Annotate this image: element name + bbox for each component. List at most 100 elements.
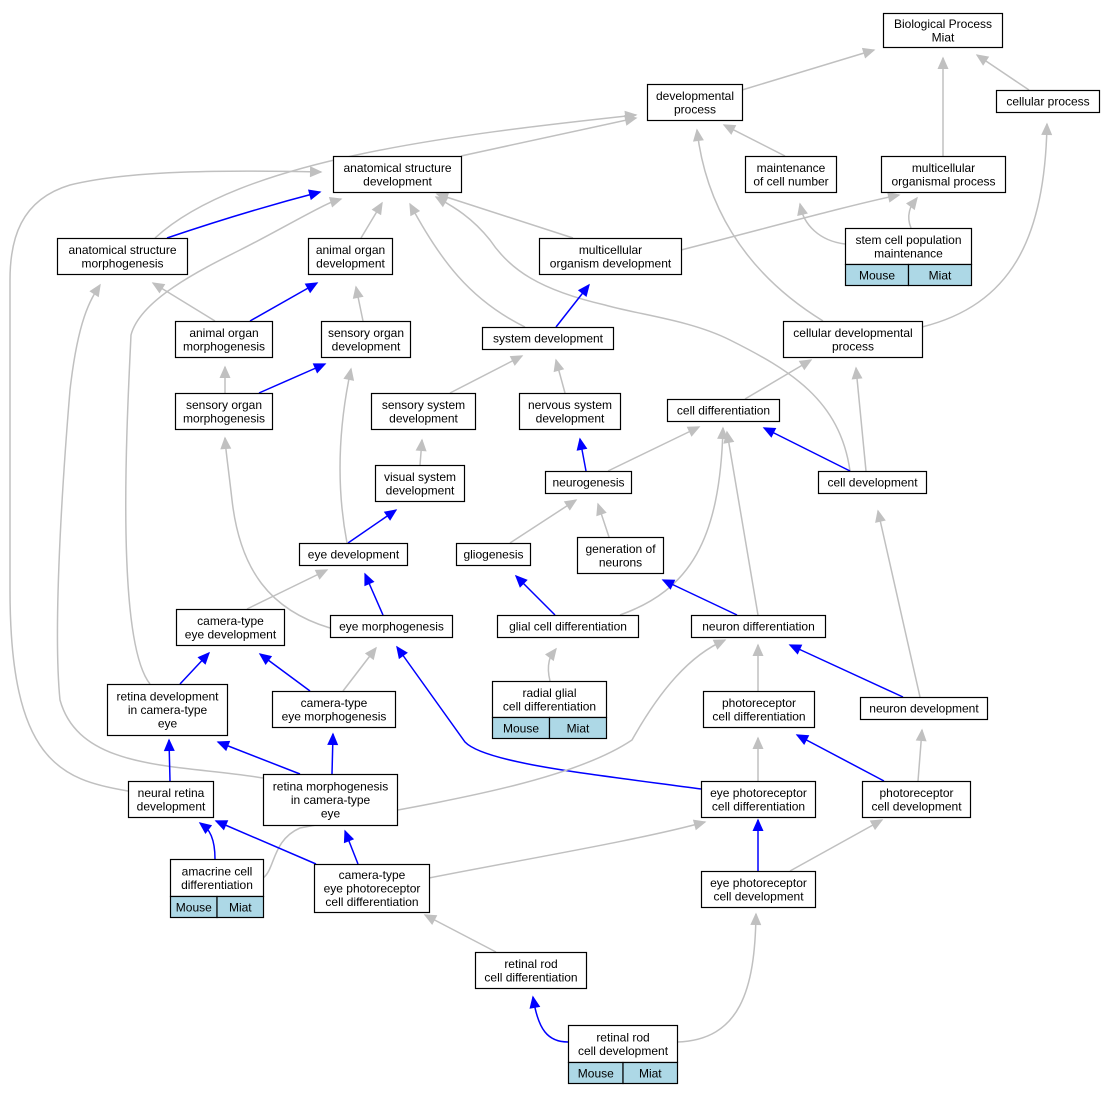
arrowhead-glialdiff-to-glio [514, 574, 528, 588]
node-label-line: cell differentiation [712, 709, 805, 723]
node-box [491, 680, 608, 719]
node-box [320, 320, 412, 359]
node-box [544, 470, 633, 495]
node-box [370, 392, 477, 431]
part_of-edge-som-to-sod [258, 363, 326, 394]
is_a-edge-eyedev-to-sod [339, 368, 352, 544]
node-label-line: development [386, 483, 455, 497]
arrowhead-celldevproc-to-devproc [693, 128, 704, 142]
node-box [646, 83, 744, 122]
annotation-cell-miat[interactable] [622, 1061, 679, 1085]
is_a-edge-roddev-to-eyephotodev [676, 913, 757, 1043]
node-box [700, 870, 817, 909]
node-label-line: Miat [932, 30, 955, 44]
part_of-edge-aom-to-aod [249, 282, 318, 322]
node-eyemorph[interactable]: eye morphogenesis [329, 614, 454, 639]
part_of-edge-eyephotodiff-to-eyemorph [396, 646, 702, 790]
edge-layer [9, 47, 1053, 1043]
node-celldev[interactable]: cell development [817, 470, 928, 495]
arrowhead-vsd-to-ssd [415, 438, 427, 452]
is_a-edge-ssd-to-sysdev [449, 355, 523, 394]
is_a-edge-asm-to-devproc [154, 114, 637, 239]
arrowhead-eyephotodev-to-photodev [869, 819, 884, 831]
node-neurdev[interactable]: neuron development [859, 696, 989, 721]
arrowhead-neurdiff-to-genneur [661, 579, 676, 590]
node-glio[interactable]: gliogenesis [455, 542, 532, 567]
node-label-line: in camera-type [291, 793, 371, 807]
node-box [127, 780, 215, 819]
node-label-line: camera-type [339, 868, 406, 882]
arrowhead-mod-to-multiproc [887, 191, 901, 203]
node-label-line: eye photoreceptor [710, 786, 807, 800]
node-label-line: neuron differentiation [702, 620, 815, 634]
node-box [518, 392, 622, 431]
annotation-cell-miat[interactable] [216, 895, 265, 919]
arrowhead-ctepcd-to-retmorph [343, 829, 355, 844]
node-cellproc[interactable]: cellular process [995, 89, 1101, 114]
node-label-line: retinal rod [504, 957, 557, 971]
arrowhead-genneur-to-neurogen [596, 502, 607, 517]
arrowhead-ssd-to-sysdev [509, 355, 524, 366]
node-label-line: cell differentiation [712, 799, 805, 813]
arrowhead-som-to-aom [219, 365, 231, 378]
is_a-edge-eyephotodev-to-photodev [789, 819, 883, 872]
arrowhead-photodev-to-neurdev [915, 728, 927, 742]
arrowhead-eyephotodev-to-eyephotodiff [752, 818, 764, 831]
part_of-edge-roddev-to-rodiff [532, 996, 569, 1043]
arrowhead-sod-to-aod [352, 285, 364, 299]
node-celldiff[interactable]: cell differentiation [666, 398, 781, 423]
annotation-cell-miat[interactable] [548, 716, 608, 740]
is_a-edge-neurdiff-to-celldiff [726, 431, 759, 616]
is_a-edge-glialdiff-to-celldiff [619, 427, 724, 616]
node-label-line: eye development [308, 548, 400, 562]
node-neurogen[interactable]: neurogenesis [544, 470, 633, 495]
node-neurdiff[interactable]: neuron differentiation [690, 614, 827, 639]
arrowhead-cted-to-eyedev [314, 569, 329, 580]
node-box [374, 464, 466, 503]
arrowhead-neurogen-to-nsd [576, 437, 588, 451]
node-label-line: process [832, 339, 874, 353]
node-box [313, 863, 431, 914]
part_of-edge-ctepcd-to-nrd [215, 820, 317, 865]
arrowhead-celldev-to-asd [434, 196, 449, 208]
annotation-cell-miat[interactable] [907, 263, 973, 287]
arrowhead-eyedev-to-vsd [383, 509, 398, 521]
node-sysdev[interactable]: system development [481, 326, 615, 351]
is_a-edge-neurogen-to-celldiff [607, 426, 700, 472]
node-label-line: development [316, 256, 385, 270]
node-glialdiff[interactable]: glial cell differentiation [496, 614, 640, 639]
node-eyedev[interactable]: eye development [298, 542, 409, 567]
node-label-line: neural retina [138, 786, 205, 800]
